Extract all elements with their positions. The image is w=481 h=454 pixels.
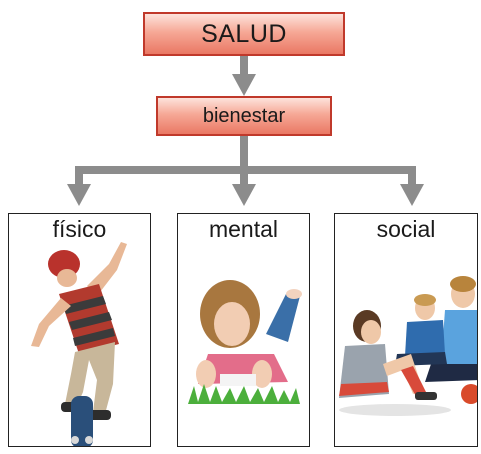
panel-fisico-title: físico — [52, 216, 107, 242]
bienestar-box: bienestar — [156, 96, 332, 136]
kids-group-photo — [339, 276, 477, 416]
panel-mental-title: mental — [208, 216, 279, 242]
salud-box: SALUD — [143, 12, 345, 56]
panel-social: social — [334, 213, 478, 447]
salud-label: SALUD — [201, 20, 287, 48]
skateboarder-photo — [31, 242, 127, 446]
panel-fisico: físico — [8, 213, 151, 447]
panel-social-title: social — [376, 216, 436, 242]
panel-mental: mental — [177, 213, 310, 447]
bienestar-label: bienestar — [202, 105, 286, 127]
girl-on-grass-photo — [188, 280, 302, 404]
